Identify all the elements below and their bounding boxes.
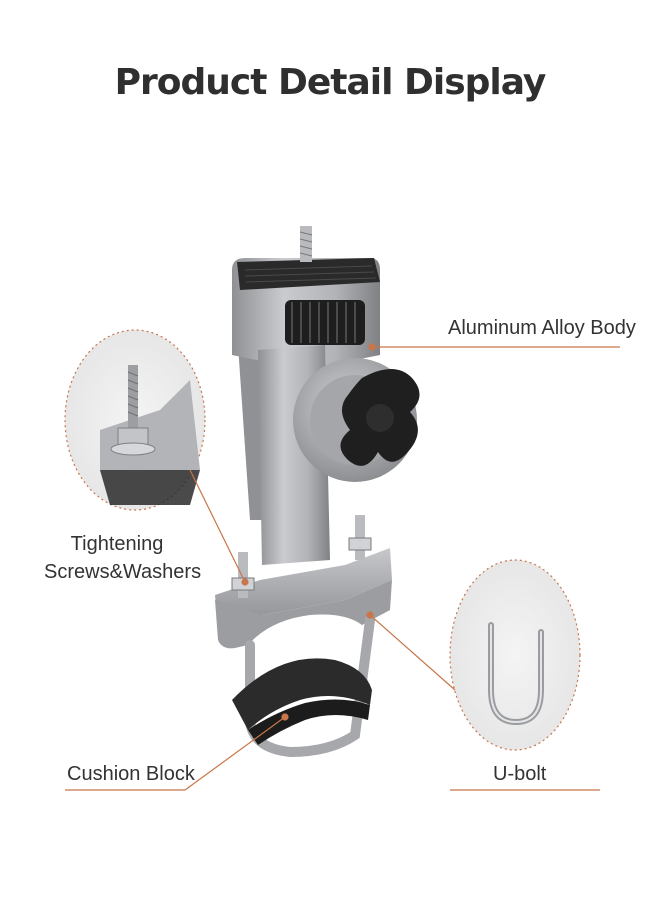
label-screws-line2: Screws&Washers: [44, 561, 202, 583]
leader-lines: [65, 343, 620, 791]
label-screws-line1: Tightening: [70, 533, 164, 555]
label-aluminum-alloy-body: Aluminum Alloy Body: [448, 317, 636, 339]
label-tightening-screws: Tightening Screws&Washers: [44, 530, 202, 586]
screws-detail-circle: [64, 329, 206, 511]
page-title: Product Detail Display: [114, 62, 547, 103]
ubolt-detail-circle: [449, 559, 581, 751]
label-cushion-block: Cushion Block: [67, 763, 195, 785]
label-u-bolt: U-bolt: [493, 763, 547, 785]
mount-body: [215, 226, 420, 758]
